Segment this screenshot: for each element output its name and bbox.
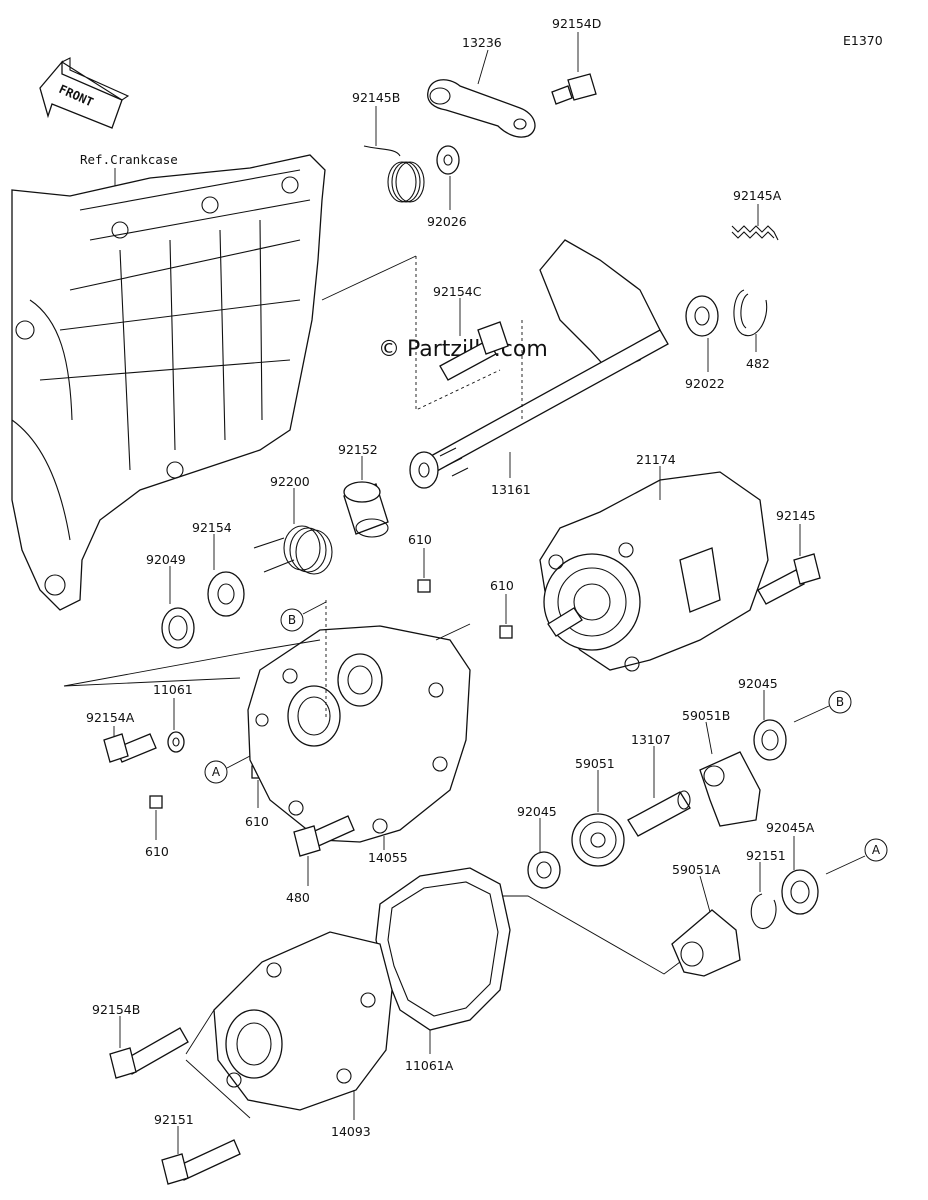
bolt-part xyxy=(439,321,509,381)
svg-text:B: B xyxy=(288,613,296,627)
part-label-92154D: 92154D xyxy=(552,16,601,31)
washer-part xyxy=(207,571,245,617)
part-label-92145A: 92145A xyxy=(733,188,782,203)
part-label-13107: 13107 xyxy=(631,732,671,747)
svg-text:B: B xyxy=(836,695,844,709)
diagram-code: E1370 xyxy=(843,33,883,48)
bolt-part xyxy=(551,73,597,105)
circlip-part xyxy=(733,289,768,337)
bolt-part xyxy=(757,553,821,605)
part-label-13161: 13161 xyxy=(491,482,531,497)
part-label-92154A: 92154A xyxy=(86,710,135,725)
circlip-part xyxy=(750,893,777,929)
part-label-59051A: 59051A xyxy=(672,862,721,877)
part-label-21174: 21174 xyxy=(636,452,676,467)
part-label-92049: 92049 xyxy=(146,552,186,567)
spring-part xyxy=(731,225,779,241)
sector-gear-part xyxy=(671,909,741,977)
part-label-59051B: 59051B xyxy=(682,708,730,723)
washer-part xyxy=(685,295,719,337)
svg-text:A: A xyxy=(212,765,221,779)
part-label-610-left: 610 xyxy=(145,844,169,859)
front-arrow-icon: FRONT xyxy=(39,57,130,129)
part-label-11061: 11061 xyxy=(153,682,193,697)
part-label-92151-lower: 92151 xyxy=(154,1112,194,1127)
bolt-part xyxy=(103,733,157,763)
motor-part xyxy=(539,471,769,672)
part-label-13236: 13236 xyxy=(462,35,502,50)
oil-seal-part xyxy=(161,607,195,649)
part-label-92154B: 92154B xyxy=(92,1002,140,1017)
part-label-92145B: 92145B xyxy=(352,90,400,105)
bolt-part xyxy=(161,1139,241,1185)
spring-part xyxy=(363,145,425,203)
gear-part xyxy=(571,813,625,867)
reference-label: Ref.Crankcase xyxy=(80,152,178,167)
bolt-part xyxy=(293,815,355,857)
svg-text:A: A xyxy=(872,843,881,857)
bolt-part xyxy=(109,1027,189,1079)
part-label-92151-upper: 480 xyxy=(286,890,310,905)
part-label-92022: 92022 xyxy=(685,376,725,391)
o-ring-part xyxy=(167,731,185,753)
part-label-610-mid: 610 xyxy=(245,814,269,829)
part-label-610-right: 610 xyxy=(490,578,514,593)
part-label-92154C: 92154C xyxy=(433,284,482,299)
part-label-92045A: 92045A xyxy=(766,820,815,835)
bearing-part xyxy=(781,869,819,915)
shaft-part xyxy=(627,790,691,837)
washer-part xyxy=(436,145,460,175)
part-label-482: 482 xyxy=(746,356,770,371)
part-label-14055: 14055 xyxy=(368,850,408,865)
gasket-part xyxy=(375,867,511,1031)
gear-case-part xyxy=(247,625,471,843)
callout-a-left: A xyxy=(204,755,251,784)
shift-arm-part xyxy=(427,79,536,138)
part-label-92045-upper: 92045 xyxy=(738,676,778,691)
bearing-part xyxy=(753,719,787,761)
cover-part xyxy=(213,931,393,1111)
part-label-92026: 92026 xyxy=(427,214,467,229)
part-label-480: 92151 xyxy=(746,848,786,863)
crankcase-drawing xyxy=(11,154,326,611)
sector-gear-part xyxy=(699,751,761,827)
part-label-92200: 92154 xyxy=(192,520,232,535)
part-label-610-top: 610 xyxy=(408,532,432,547)
spring-part xyxy=(253,525,333,575)
callout-a-right: A xyxy=(825,838,888,875)
part-label-92154: 92145 xyxy=(776,508,816,523)
part-label-92045-lower: 92045 xyxy=(517,804,557,819)
bushing-part xyxy=(343,481,389,538)
part-label-92145: 92200 xyxy=(270,474,310,489)
callout-b-left: B xyxy=(280,601,327,632)
shift-shaft-part xyxy=(409,239,669,489)
part-label-92152: 92152 xyxy=(338,442,378,457)
part-label-14093: 14093 xyxy=(331,1124,371,1139)
bearing-part xyxy=(527,851,561,889)
part-label-11061A: 11061A xyxy=(405,1058,454,1073)
part-label-59051: 59051 xyxy=(575,756,615,771)
callout-b-right: B xyxy=(793,690,852,723)
